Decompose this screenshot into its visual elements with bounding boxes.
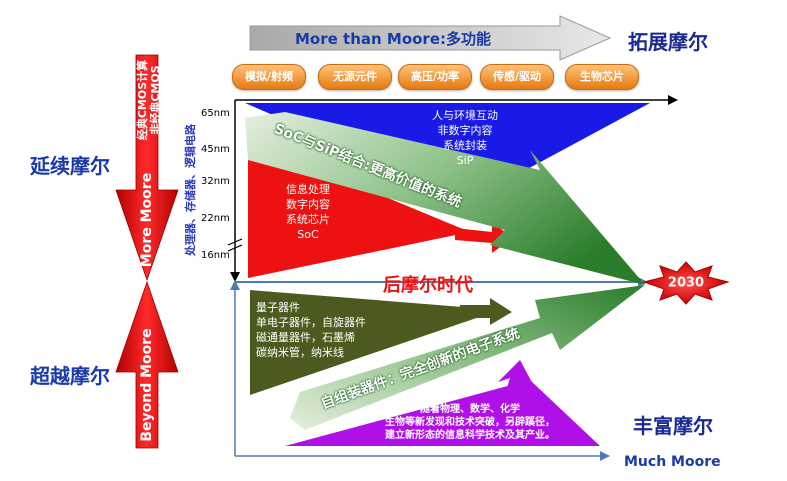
yanxu-moore-label: 延续摩尔 [30, 154, 110, 178]
discovery-line-2: 生物等新发现和技术突破，另辟蹊径， [385, 417, 555, 428]
soc-sip-arrow [245, 112, 645, 285]
process-node-label: 32nm [201, 176, 230, 187]
sip-line-3: 系统封装 [443, 139, 487, 152]
quantum-line-1: 量子器件 [256, 301, 300, 314]
processor-memory-logic-label: 处理器、存储器、逻辑电路 [184, 124, 197, 256]
more-moore-arrow [115, 54, 179, 282]
function-pill: 无源元件 [318, 64, 392, 90]
sip-line-2: 非数字内容 [437, 124, 493, 137]
soc-text-block: 信息处理 数字内容 系统芯片 SoC [268, 182, 348, 242]
chaoyue-moore-label: 超越摩尔 [30, 364, 110, 388]
sip-line-4: SiP [456, 154, 474, 167]
axis-break-1 [227, 238, 243, 246]
more-moore-label: More Moore [139, 172, 155, 268]
sip-text-block: 人与环境互动 非数字内容 系统封装 SiP [395, 108, 535, 168]
much-moore-label: Much Moore [624, 454, 721, 470]
self-assembly-arrow [290, 285, 645, 430]
process-node-label: 22nm [201, 213, 230, 224]
quantum-line-3: 磁通量器件，石墨烯 [256, 331, 355, 344]
fengfu-moore-label: 丰富摩尔 [633, 414, 713, 438]
year-2030-label: 2030 [667, 275, 705, 291]
non-classic-cmos-label: 非经典CMOS [149, 65, 162, 135]
bottom-axis-arrowhead [600, 451, 610, 461]
purple-discovery-triangle [285, 380, 600, 446]
soc-line-3: 系统芯片 [286, 213, 330, 226]
beyond-moore-label: Beyond Moore [139, 328, 155, 442]
top-axis-arrowhead [668, 95, 678, 105]
axis-up-arrowhead [230, 280, 240, 290]
tuozhan-moore-label: 拓展摩尔 [628, 30, 708, 54]
discovery-line-3: 建立新形态的信息科学技术及其产业。 [385, 430, 555, 441]
vertical-axis-arrowhead [230, 272, 240, 282]
year-2030-star [642, 261, 730, 305]
purple-discovery-arrow [498, 360, 535, 400]
soc-line-2: 数字内容 [286, 198, 330, 211]
soc-line-1: 信息处理 [286, 183, 330, 196]
soc-line-4: SoC [297, 228, 319, 241]
quantum-line-2: 单电子器件，自旋器件 [256, 316, 366, 329]
olive-quantum-triangle [250, 290, 500, 395]
process-node-label: 45nm [201, 144, 230, 155]
more-than-moore-arrow [249, 15, 612, 61]
olive-quantum-arrow [460, 298, 512, 325]
post-moore-label: 后摩尔时代 [383, 275, 473, 296]
function-pill: 传感/驱动 [480, 64, 554, 90]
discovery-line-1: 随着物理、数学、化学 [420, 404, 520, 415]
process-node-label: 16nm [201, 250, 230, 261]
function-pill: 高压/功率 [398, 64, 472, 90]
sip-line-1: 人与环境互动 [432, 109, 498, 122]
process-node-label: 65nm [201, 108, 230, 119]
quantum-text-block: 量子器件 单电子器件，自旋器件 磁通量器件，石墨烯 碳纳米管，纳米线 [256, 300, 366, 360]
function-pill: 模拟/射频 [232, 64, 306, 90]
beyond-moore-arrow [115, 280, 179, 449]
quantum-line-4: 碳纳米管，纳米线 [256, 346, 344, 359]
discovery-text-block: 随着物理、数学、化学 生物等新发现和技术突破，另辟蹊径， 建立新形态的信息科学技… [360, 403, 580, 442]
function-pill: 生物芯片 [565, 64, 639, 90]
more-than-moore-label: More than Moore:多功能 [295, 30, 492, 48]
axis-break-2 [227, 244, 243, 252]
